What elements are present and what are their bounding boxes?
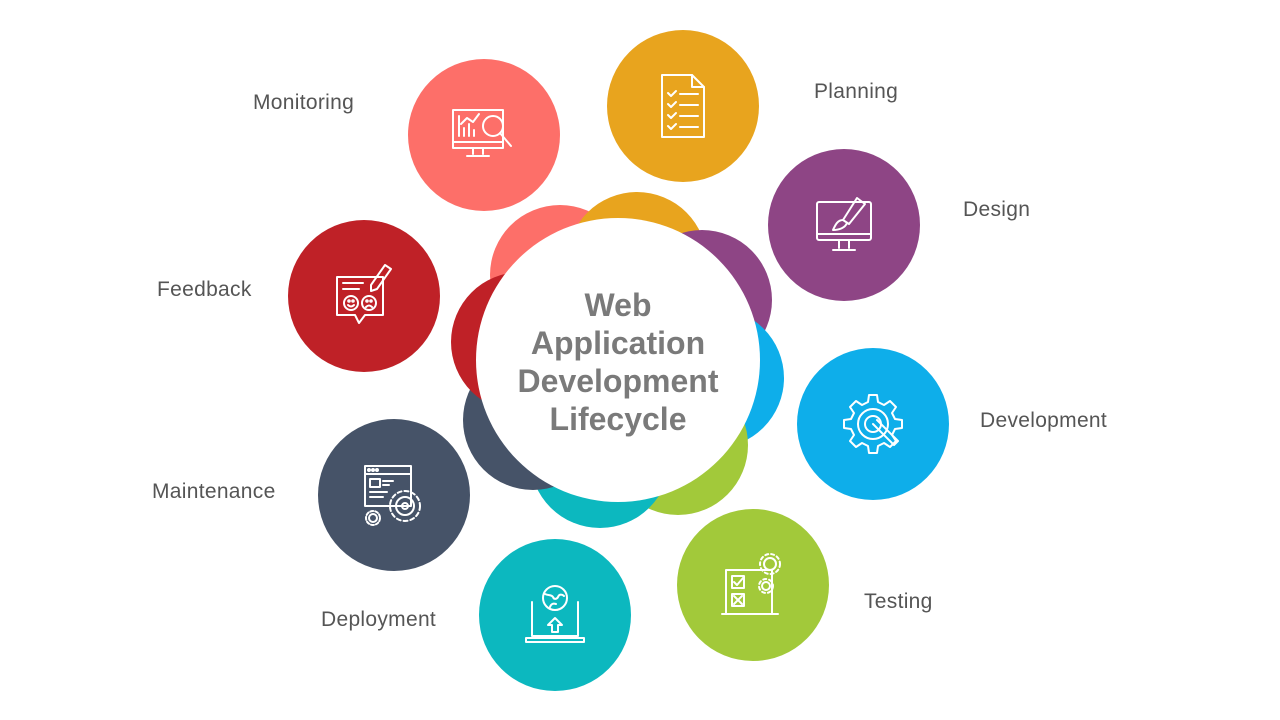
monitor-chart-magnifier-icon (452, 109, 512, 157)
label-design: Design (963, 198, 1031, 221)
title-line-4: Lifecycle (549, 401, 687, 437)
laptop-globe-upload-icon (525, 585, 585, 643)
gear-target-pencil-icon (843, 394, 903, 454)
stage-testing[interactable] (677, 509, 829, 661)
monitor-paintbrush-icon (816, 197, 872, 251)
stage-development[interactable] (797, 348, 949, 500)
checklist-document-icon (661, 74, 705, 138)
stage-monitoring[interactable] (408, 59, 560, 211)
stage-maintenance[interactable] (318, 419, 470, 571)
label-monitoring: Monitoring (253, 91, 355, 114)
label-feedback: Feedback (157, 278, 252, 301)
label-development: Development (980, 409, 1108, 432)
stage-planning[interactable] (607, 30, 759, 182)
stage-design[interactable] (768, 149, 920, 301)
center-circle (476, 218, 760, 502)
speech-bubble-faces-icon (336, 264, 392, 324)
center-title: Web Application Development Lifecycle (488, 272, 748, 452)
label-planning: Planning (814, 80, 899, 103)
title-line-1: Web (584, 287, 652, 323)
label-maintenance: Maintenance (152, 480, 276, 503)
stage-deployment[interactable] (479, 539, 631, 691)
title-line-3: Development (517, 363, 719, 399)
title-line-2: Application (530, 325, 706, 361)
label-testing: Testing (864, 590, 933, 613)
browser-gears-icon (364, 465, 421, 526)
stage-feedback[interactable] (288, 220, 440, 372)
checklist-gears-icon (721, 553, 781, 615)
label-deployment: Deployment (321, 608, 437, 631)
